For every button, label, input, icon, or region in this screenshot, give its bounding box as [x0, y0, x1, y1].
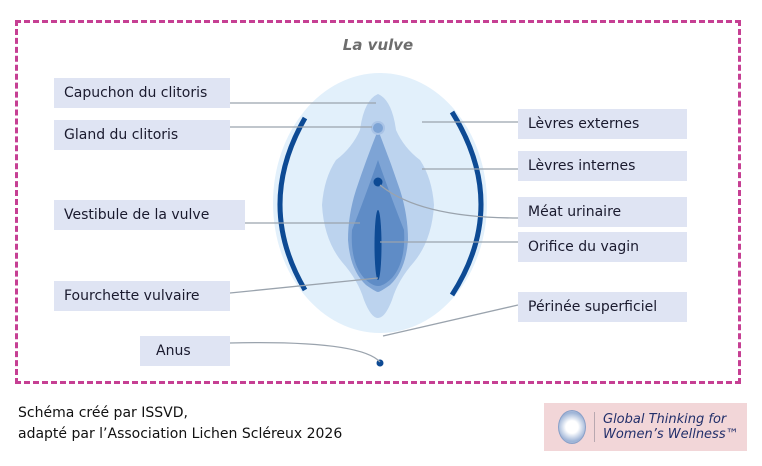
label-anus: Anus: [140, 336, 230, 366]
caption-line-2: adapté par l’Association Lichen Scléreux…: [18, 426, 343, 442]
leader-meat: [379, 184, 519, 219]
label-gland-clitoris: Gland du clitoris: [54, 120, 230, 150]
diagram-title: La vulve: [342, 36, 414, 54]
seal-icon: [558, 410, 586, 444]
label-meat-urinaire: Méat urinaire: [518, 197, 687, 227]
anus-dot: [376, 359, 384, 367]
vaginal-orifice: [374, 210, 382, 280]
label-orifice-vagin: Orifice du vagin: [518, 232, 687, 262]
leader-perinee: [382, 304, 519, 337]
right-outer-arc: [449, 110, 484, 297]
logo-divider: [594, 412, 595, 442]
logo-line-1: Global Thinking for: [603, 412, 727, 427]
caption: Schéma créé par ISSVD, adapté par l’Asso…: [18, 403, 342, 445]
label-perinee: Périnée superficiel: [518, 292, 687, 322]
label-vestibule: Vestibule de la vulve: [54, 200, 245, 230]
label-levres-externes: Lèvres externes: [518, 109, 687, 139]
gtww-logo: Global Thinking for Women’s Wellness™: [544, 403, 747, 451]
logo-text: Global Thinking for Women’s Wellness™: [603, 412, 739, 442]
logo-line-2: Women’s Wellness™: [603, 427, 739, 442]
label-fourchette: Fourchette vulvaire: [54, 281, 230, 311]
leader-fourchette: [229, 277, 379, 294]
urethral-meatus: [373, 177, 383, 187]
diagram-frame: [15, 20, 741, 384]
leader-anus: [229, 342, 381, 363]
clitoris-glans: [371, 121, 385, 135]
left-outer-arc: [277, 116, 308, 292]
label-levres-internes: Lèvres internes: [518, 151, 687, 181]
label-capuchon-clitoris: Capuchon du clitoris: [54, 78, 230, 108]
caption-line-1: Schéma créé par ISSVD,: [18, 405, 188, 421]
